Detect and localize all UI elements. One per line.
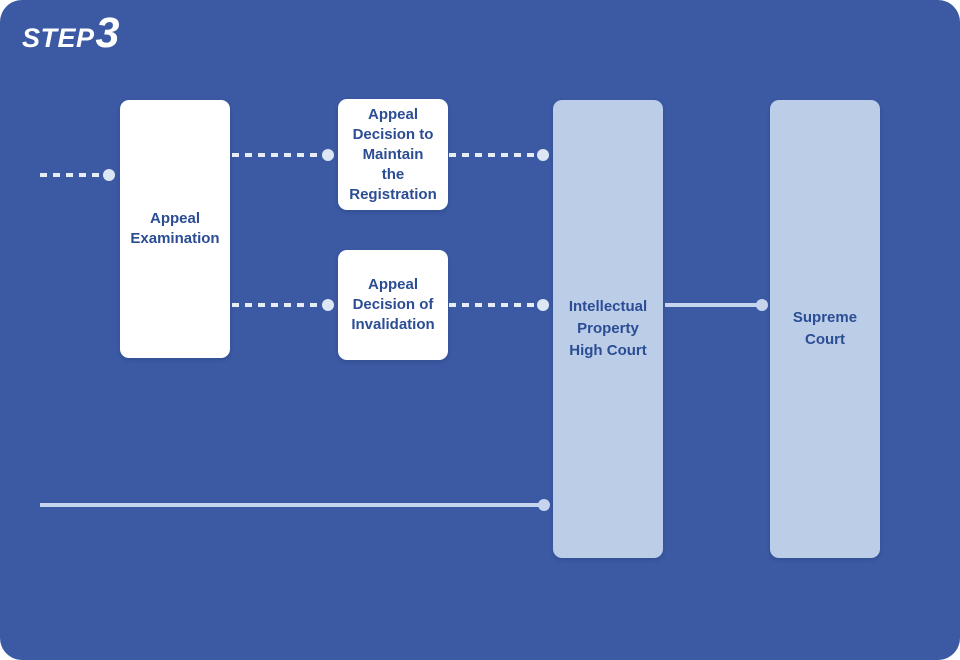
- arrow-dot: [537, 149, 549, 161]
- arrow-dot: [756, 299, 768, 311]
- dashed-line: [232, 153, 325, 157]
- arrow-dot: [322, 149, 334, 161]
- solid-line: [665, 303, 762, 307]
- box-appeal-decision-invalidation: Appeal Decision of Invalidation: [338, 250, 448, 360]
- connector-direct-to-ip-high-court: [40, 499, 550, 511]
- dashed-line: [40, 173, 106, 177]
- connector-ip-high-court-to-supreme-court: [665, 299, 768, 311]
- connector-invalidation-decision-to-ip-high-court: [449, 299, 549, 311]
- arrow-dot: [538, 499, 550, 511]
- connector-input-to-appeal-examination: [40, 169, 115, 181]
- dashed-line: [232, 303, 325, 307]
- page-title: STEP 3: [22, 12, 119, 55]
- box-appeal-examination: Appeal Examination: [120, 100, 230, 358]
- box-supreme-court: Supreme Court: [770, 100, 880, 558]
- arrow-dot: [103, 169, 115, 181]
- connector-maintain-decision-to-ip-high-court: [449, 149, 549, 161]
- step-number: 3: [95, 9, 120, 57]
- connector-examination-to-maintain-decision: [232, 149, 334, 161]
- dashed-line: [449, 303, 540, 307]
- solid-line: [40, 503, 544, 507]
- step-label: STEP: [22, 23, 95, 53]
- dashed-line: [449, 153, 540, 157]
- box-intellectual-property-high-court: Intellectual Property High Court: [553, 100, 663, 558]
- arrow-dot: [537, 299, 549, 311]
- box-appeal-decision-maintain-registration: Appeal Decision to Maintain the Registra…: [338, 99, 448, 210]
- connector-examination-to-invalidation-decision: [232, 299, 334, 311]
- arrow-dot: [322, 299, 334, 311]
